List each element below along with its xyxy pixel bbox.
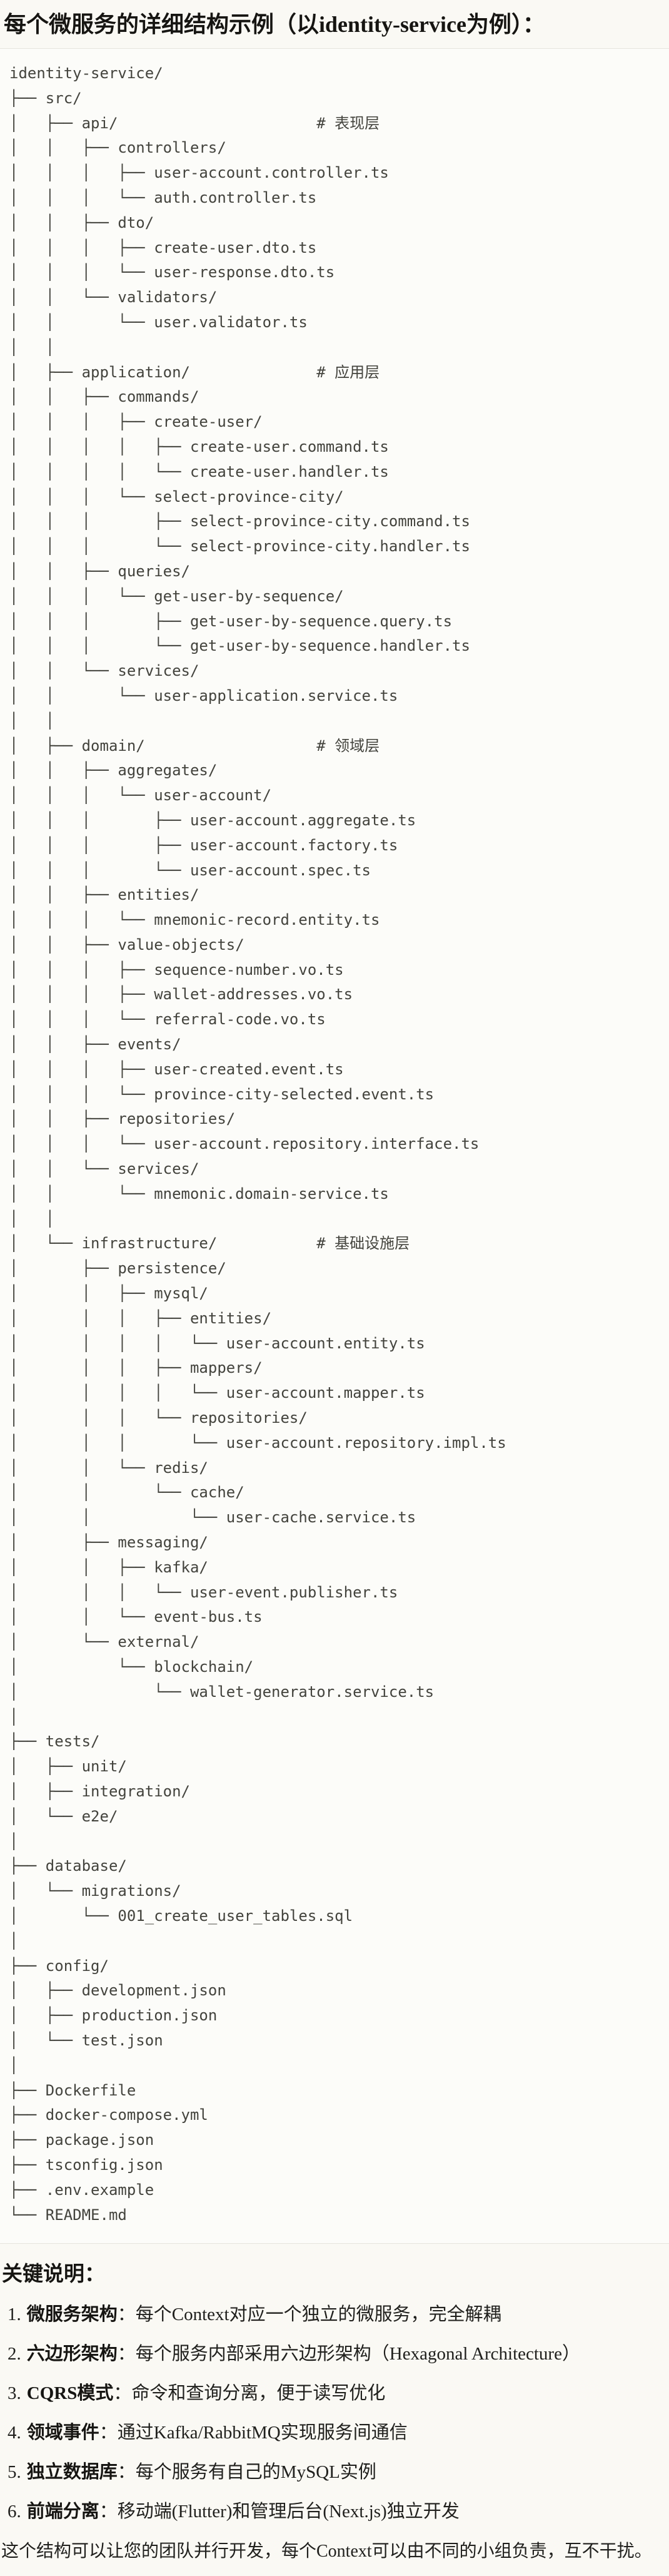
note-number: 4. bbox=[8, 2423, 21, 2443]
notes-heading: 关键说明： bbox=[2, 2263, 105, 2286]
footer-text: 这个结构可以让您的团队并行开发，每个Context可以由不同的小组负责，互不干扰… bbox=[1, 2542, 652, 2562]
note-text: 每个服务有自己的MySQL实例 bbox=[135, 2462, 376, 2483]
note-text: 移动端(Flutter)和管理后台(Next.js)独立开发 bbox=[117, 2502, 460, 2522]
note-label: 独立数据库 bbox=[26, 2462, 118, 2483]
note-text: 每个服务内部采用六边形架构（Hexagonal Architecture） bbox=[135, 2344, 580, 2365]
note-text: 通过Kafka/RabbitMQ实现服务间通信 bbox=[117, 2423, 408, 2443]
note-label: CQRS模式 bbox=[26, 2383, 114, 2404]
note-item: 4.领域事件：通过Kafka/RabbitMQ实现服务间通信 bbox=[0, 2413, 669, 2453]
page-title: 每个微服务的详细结构示例（以identity-service为例）： bbox=[4, 12, 545, 37]
note-separator: ： bbox=[113, 2383, 132, 2404]
note-separator: ： bbox=[99, 2423, 118, 2443]
file-tree: identity-service/ ├── src/ │ ├── api/ # … bbox=[9, 64, 506, 2224]
note-separator: ： bbox=[117, 2462, 136, 2483]
note-separator: ： bbox=[117, 2344, 136, 2365]
note-number: 2. bbox=[8, 2344, 21, 2365]
note-item: 2.六边形架构：每个服务内部采用六边形架构（Hexagonal Architec… bbox=[0, 2334, 669, 2374]
notes-list: 1.微服务架构：每个Context对应一个独立的微服务，完全解耦 2.六边形架构… bbox=[0, 2295, 669, 2532]
note-label: 前端分离 bbox=[26, 2502, 99, 2522]
note-number: 5. bbox=[8, 2462, 21, 2483]
note-item: 3.CQRS模式：命令和查询分离，便于读写优化 bbox=[0, 2374, 669, 2413]
note-label: 微服务架构 bbox=[26, 2304, 118, 2325]
note-label: 领域事件 bbox=[26, 2423, 99, 2443]
note-text: 每个Context对应一个独立的微服务，完全解耦 bbox=[135, 2304, 501, 2325]
note-separator: ： bbox=[117, 2304, 136, 2325]
note-label: 六边形架构 bbox=[26, 2344, 118, 2365]
note-separator: ： bbox=[99, 2502, 118, 2522]
note-number: 1. bbox=[8, 2304, 21, 2325]
note-number: 6. bbox=[8, 2502, 21, 2522]
note-number: 3. bbox=[8, 2383, 21, 2404]
note-text: 命令和查询分离，便于读写优化 bbox=[131, 2383, 386, 2404]
code-block: identity-service/ ├── src/ │ ├── api/ # … bbox=[0, 48, 669, 2244]
note-item: 6.前端分离：移动端(Flutter)和管理后台(Next.js)独立开发 bbox=[0, 2492, 669, 2532]
note-item: 5.独立数据库：每个服务有自己的MySQL实例 bbox=[0, 2453, 669, 2492]
note-item: 1.微服务架构：每个Context对应一个独立的微服务，完全解耦 bbox=[0, 2295, 669, 2334]
